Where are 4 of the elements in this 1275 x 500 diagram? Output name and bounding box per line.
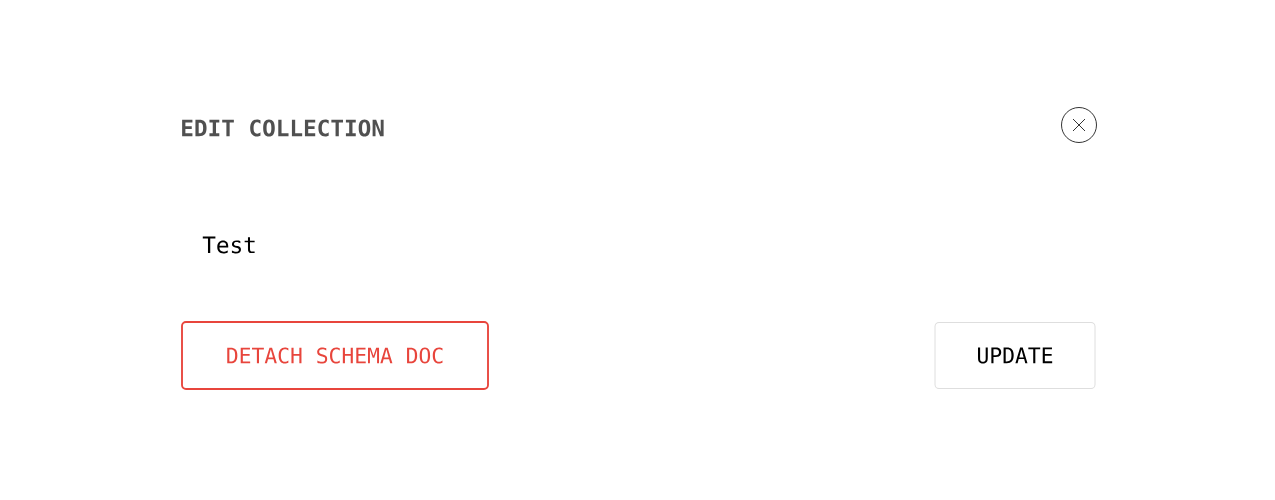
detach-button: DETACH SCHEMA DOC	[181, 321, 489, 390]
input-field: Test	[202, 236, 255, 254]
update-button: UPDATE	[934, 322, 1096, 389]
dialog-title: EDIT COLLECTION	[182, 119, 384, 137]
